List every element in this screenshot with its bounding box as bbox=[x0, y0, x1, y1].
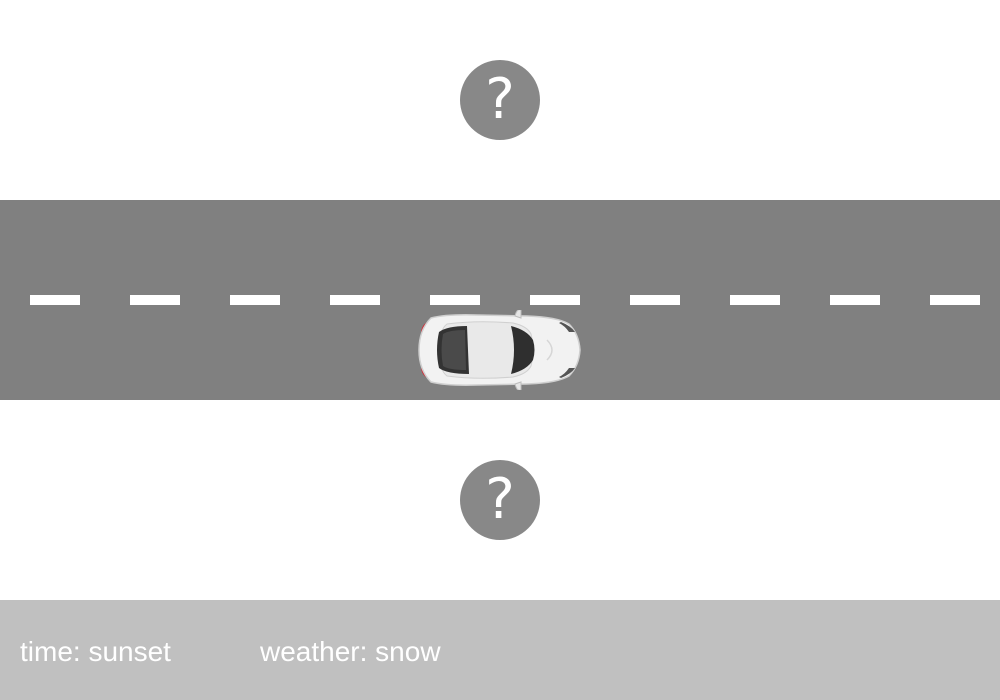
road bbox=[0, 200, 1000, 400]
question-mark-icon: ? bbox=[485, 467, 515, 532]
mystery-item-bottom[interactable]: ? bbox=[460, 460, 540, 540]
lane-dash bbox=[430, 295, 480, 305]
lane-dash bbox=[730, 295, 780, 305]
question-mark-icon: ? bbox=[485, 67, 515, 132]
lane-dash bbox=[230, 295, 280, 305]
player-car[interactable] bbox=[417, 309, 583, 391]
status-bar bbox=[0, 600, 1000, 700]
white-sports-car-icon bbox=[418, 309, 581, 391]
lane-divider bbox=[0, 295, 1000, 305]
lane-dash bbox=[830, 295, 880, 305]
lane-dash bbox=[30, 295, 80, 305]
lane-dash bbox=[330, 295, 380, 305]
lane-dash bbox=[630, 295, 680, 305]
lane-dash bbox=[130, 295, 180, 305]
time-status: time: sunset bbox=[20, 636, 171, 667]
lane-dash bbox=[930, 295, 980, 305]
mystery-item-top[interactable]: ? bbox=[460, 60, 540, 140]
weather-status: weather: snow bbox=[260, 636, 441, 667]
lane-dash bbox=[530, 295, 580, 305]
